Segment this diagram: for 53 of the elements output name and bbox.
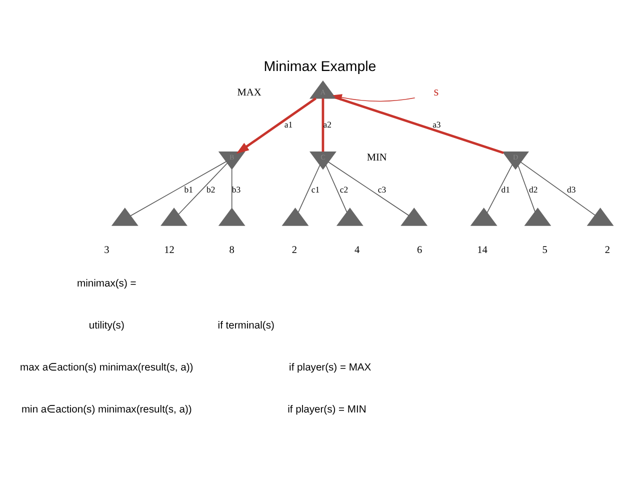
diagram-title: Minimax Example xyxy=(264,58,376,75)
connector xyxy=(518,165,536,212)
label: if player(s) = MAX xyxy=(289,362,372,374)
label: min a∈action(s) minimax(result(s, a)) xyxy=(21,404,192,416)
node-triangle xyxy=(160,208,188,226)
connector xyxy=(486,164,513,214)
label: utility(s) xyxy=(88,320,124,332)
node-triangle xyxy=(524,208,552,226)
node-triangle xyxy=(111,208,138,226)
connector xyxy=(520,162,596,216)
node-label: 14 xyxy=(477,244,488,256)
edge-label: c2 xyxy=(340,184,348,194)
connector xyxy=(178,162,228,214)
node-label: 12 xyxy=(164,244,174,256)
node-triangle xyxy=(282,208,309,226)
arrow xyxy=(236,97,316,154)
label: if terminal(s) xyxy=(218,320,274,332)
node-triangle xyxy=(400,208,428,226)
node-label: 2 xyxy=(604,244,610,256)
edge-label: c1 xyxy=(311,184,320,194)
arrow xyxy=(332,94,416,102)
node-label: 8 xyxy=(229,244,234,256)
node-label: 3 xyxy=(104,244,110,256)
edge-label: d3 xyxy=(567,184,576,194)
connector xyxy=(130,161,226,216)
node-label: 5 xyxy=(542,244,548,256)
connector xyxy=(231,168,232,209)
node-text: s xyxy=(434,84,439,99)
node-label: 4 xyxy=(354,244,360,256)
edge-label: b1 xyxy=(184,184,194,194)
edge-label: a1 xyxy=(284,119,293,130)
edge-label: c3 xyxy=(378,184,386,194)
edge-label: a3 xyxy=(432,119,441,130)
label: MIN xyxy=(366,152,387,164)
connector xyxy=(298,164,320,212)
connector xyxy=(328,162,410,216)
node-triangle xyxy=(470,208,498,226)
node-triangle xyxy=(336,208,364,226)
label: max a∈action(s) minimax(result(s, a)) xyxy=(20,362,194,374)
connector xyxy=(334,96,504,154)
connector xyxy=(322,98,324,152)
edge-label: b3 xyxy=(232,184,241,194)
edge-label: d2 xyxy=(528,184,538,194)
connector xyxy=(326,164,348,212)
node-triangle xyxy=(218,208,246,226)
node-label: 6 xyxy=(417,244,422,256)
edge-label: b2 xyxy=(206,184,216,194)
node-triangle xyxy=(586,208,614,226)
label: MAX xyxy=(237,87,262,98)
node-label: 2 xyxy=(292,244,298,256)
label: if player(s) = MIN xyxy=(288,404,366,416)
label: minimax(s) = xyxy=(77,278,136,290)
edge-label: d1 xyxy=(501,184,510,194)
